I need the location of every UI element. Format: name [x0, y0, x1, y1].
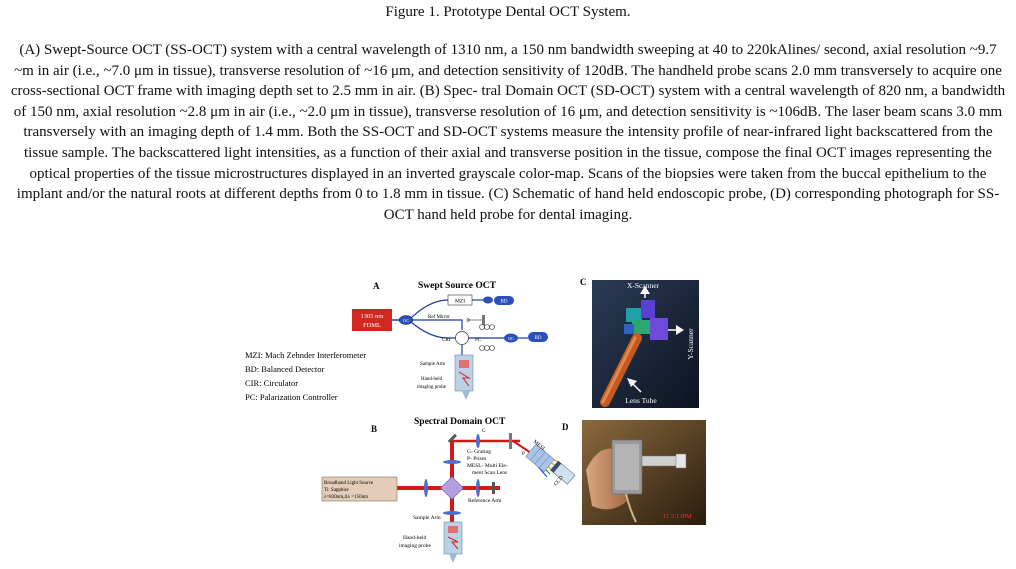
svg-text:P: P [522, 452, 525, 457]
svg-text:CRI: CRI [442, 338, 451, 343]
swept-source-box [352, 309, 392, 331]
y-scanner-label: Y-Scanner [686, 328, 695, 360]
svg-text:Hand-held: Hand-held [403, 535, 426, 541]
photo-timestamp: 11 5:13PM [663, 513, 692, 520]
reference-arm-label: Reference Arm [468, 497, 502, 504]
svg-text:1305 nm: 1305 nm [361, 313, 384, 320]
lens [443, 460, 461, 464]
panel-b-letter: B [371, 424, 377, 434]
svg-text:Ti: Sapphire: Ti: Sapphire [324, 488, 349, 493]
svg-text:FDML: FDML [363, 322, 381, 329]
sample-arm-label: Sample Arm [420, 362, 445, 367]
lens [424, 479, 428, 497]
reference-mirror [492, 482, 495, 494]
broadband-source-box [321, 476, 398, 502]
panel-b-key: G- Grating [467, 449, 491, 455]
svg-text:imaging probe: imaging probe [399, 543, 431, 549]
panel-b-key: P- Prism [467, 456, 487, 462]
optical-coupler-2 [504, 333, 518, 343]
svg-text:BD: BD [501, 300, 508, 305]
panel-a-title: Swept Source OCT [418, 281, 497, 291]
figure-title: Figure 1. Prototype Dental OCT System. [385, 4, 631, 20]
x-scanner-label: X-Scanner [627, 281, 660, 290]
lens [443, 511, 461, 515]
panel-a-letter: A [373, 281, 380, 291]
beam-splitter [440, 476, 464, 500]
svg-text:Broadband Light Source: Broadband Light Source [324, 481, 374, 486]
ref-mirror-label: Ref Mirror [428, 315, 450, 320]
circulator [455, 331, 469, 345]
balanced-detector-2 [528, 332, 548, 342]
svg-text:OC: OC [403, 318, 409, 323]
legend-item: BD: Balanced Detector [245, 364, 324, 374]
svg-text:Hand-held: Hand-held [421, 377, 443, 382]
panel-d: D 11 5:13PM [562, 420, 706, 525]
lens-tube [600, 333, 642, 407]
panel-b: B Spectral Domain OCT Broadband Light So… [321, 417, 576, 563]
panel-a: A Swept Source OCT 1305 nm FDML OC MZI B… [352, 281, 548, 400]
panel-d-letter: D [562, 422, 569, 432]
balanced-detector-1 [494, 296, 514, 305]
lens [476, 434, 480, 448]
polarization-controller [479, 324, 495, 351]
svg-text:BD: BD [535, 336, 542, 341]
lens-tube-label: Lens Tube [625, 396, 657, 405]
ccd-camera [550, 460, 576, 485]
mzi-coupler [483, 296, 493, 304]
panel-c-letter: C [580, 277, 587, 287]
svg-text:imaging probe: imaging probe [417, 385, 447, 390]
legend-item: CIR: Circulator [245, 378, 298, 388]
svg-text:CCD: CCD [553, 475, 565, 488]
svg-text:PC: PC [475, 338, 482, 343]
panel-b-key: ment Scan Lens [472, 470, 507, 476]
svg-text:G: G [482, 429, 486, 434]
multi-element-scan-lens [525, 443, 555, 473]
abbreviation-legend: MZI: Mach Zehnder Interferometer BD: Bal… [245, 350, 366, 402]
panel-c: C X-Scanner Y-Scanner Lens Tube [580, 277, 699, 408]
legend-item: MZI: Mach Zehnder Interferometer [245, 350, 366, 360]
svg-text:λ=830nm,Δλ =150nm: λ=830nm,Δλ =150nm [324, 495, 368, 500]
panel-b-title: Spectral Domain OCT [414, 417, 506, 427]
figure-caption: (A) Swept-Source OCT (SS-OCT) system wit… [10, 42, 1006, 223]
svg-text:MZI: MZI [455, 299, 465, 305]
legend-item: PC: Palarization Controller [245, 392, 338, 402]
panel-b-key: MESL- Multi Ele- [467, 463, 508, 469]
grating [509, 433, 512, 449]
svg-text:OC: OC [508, 336, 514, 341]
optical-coupler-1 [398, 315, 414, 325]
sample-arm-label: Sample Arm [413, 515, 441, 521]
